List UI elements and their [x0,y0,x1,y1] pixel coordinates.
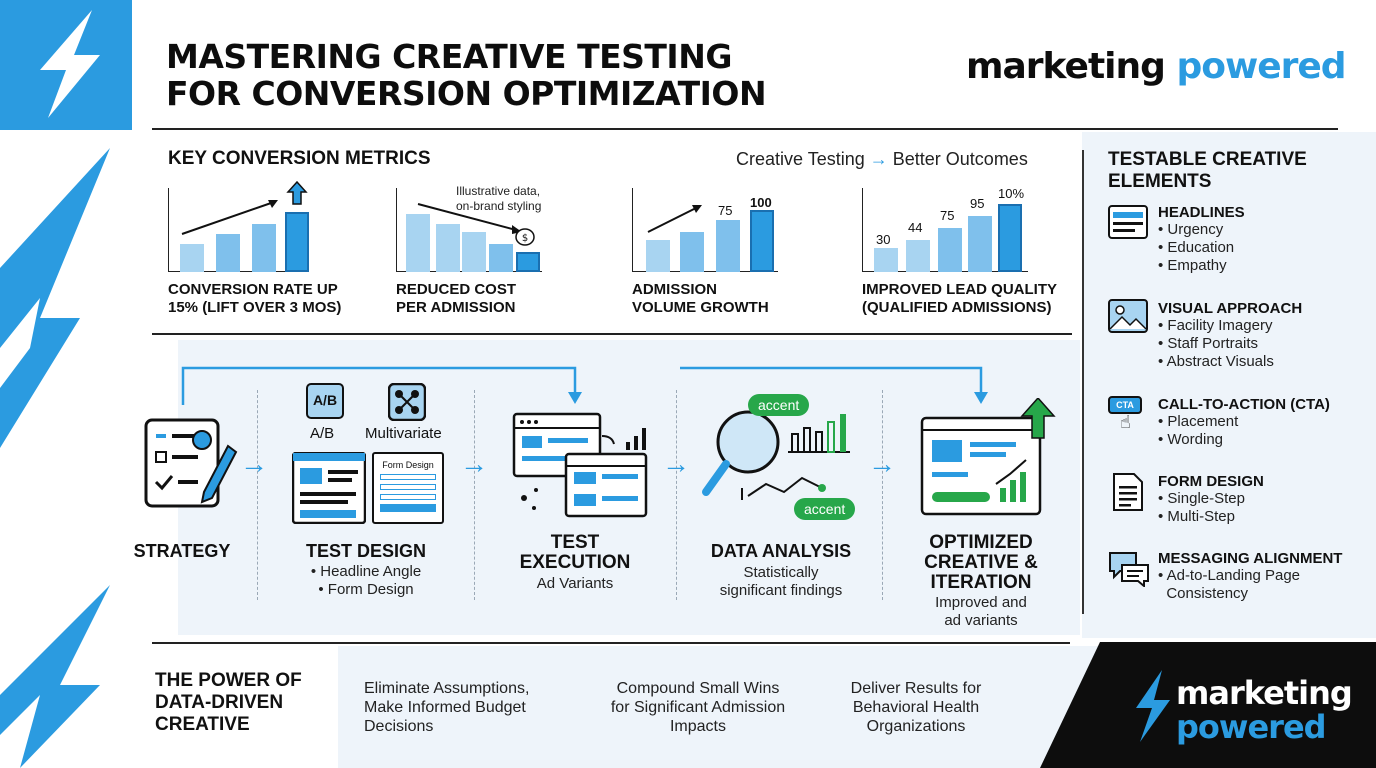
bar-value-label: 75 [940,208,955,223]
metrics-divider [152,333,1072,335]
image-icon [1108,299,1148,333]
ad-variants-windows-icon [512,412,648,518]
metric-card-lead-quality: 30 44 75 95 10% [862,186,1032,272]
step-separator [882,390,883,600]
footer-point: Compound Small Wins for Significant Admi… [610,680,786,735]
metrics-tagline: Creative Testing → Better Outcomes [736,149,1028,169]
step-separator [257,390,258,600]
ab-caption: A/B [310,425,335,442]
multivariate-caption: Multivariate [365,425,442,442]
step-title-test-execution: TEST EXECUTION [519,532,631,573]
pointer-hand-icon: ☝ [1120,412,1131,432]
svg-text:$: $ [522,233,528,244]
lightning-icon [40,10,100,118]
upload-arrow-icon [286,180,308,205]
page-title: MASTERING CREATIVE TESTING FOR CONVERSIO… [166,37,767,113]
lightning-decoration-mid [0,148,110,448]
accent-badge: accent [794,498,856,520]
step-separator [474,390,475,600]
cta-icon: CTA [1108,396,1142,414]
sidebar-group-headlines: HEADLINES • Urgency • Education • Empath… [1158,204,1245,274]
flow-arrow-icon: → [868,448,896,479]
footer-brand-block [1040,642,1376,768]
footer-heading: THE POWER OF DATA-DRIVEN CREATIVE [155,670,302,735]
footer-point: Eliminate Assumptions, Make Informed Bud… [364,680,530,735]
metric-label-cost: REDUCED COST PER ADMISSION [396,281,517,316]
headline-wireframe-icon [292,452,366,524]
top-left-logo-block [0,0,132,130]
headline-icon [1108,205,1148,239]
sidebar-group-visual: VISUAL APPROACH • Facility Imagery • Sta… [1158,300,1303,370]
flow-arrow-icon: → [662,448,690,479]
form-design-wireframe: Form Design [372,452,444,524]
data-analysis-sub: Statistically significant findings [719,564,843,599]
footer-brand-logo: marketing powered [1176,674,1353,746]
bar-value-label: 95 [970,196,985,211]
money-bag-icon: $ [515,228,535,246]
sidebar-group-form: FORM DESIGN • Single-Step • Multi-Step [1158,473,1264,525]
metric-label-volume: ADMISSION VOLUME GROWTH [632,281,769,316]
bar-value-label: 75 [718,203,733,218]
arrow-right-icon: → [869,149,888,169]
step-title-strategy: STRATEGY [133,541,231,561]
metrics-heading: KEY CONVERSION METRICS [168,148,431,169]
bar-value-label: 30 [876,232,891,247]
test-execution-sub: Ad Variants [536,575,614,592]
step-title-optimized: OPTIMIZED CREATIVE & ITERATION [924,532,1038,593]
metric-label-lead-quality: IMPROVED LEAD QUALITY (QUALIFIED ADMISSI… [862,281,1058,316]
brand-logo: marketing powered [966,46,1347,87]
optimized-sub: Improved and ad variants [935,594,1027,629]
optimized-dashboard-icon [920,398,1056,516]
ab-test-icon: A/B [306,383,344,419]
document-icon [1113,473,1143,511]
lightning-decoration-bottom [0,585,110,768]
sidebar-divider [1082,150,1084,614]
step-separator [676,390,677,600]
sidebar-group-cta: CALL-TO-ACTION (CTA) • Placement • Wordi… [1158,396,1330,448]
bar-value-label: 44 [908,220,923,235]
metric-card-cost: $ [396,188,546,272]
flow-arrow-icon: → [240,448,268,479]
sidebar-heading: TESTABLE CREATIVE ELEMENTS [1108,149,1307,192]
footer-divider [152,642,1070,644]
test-design-bullets: • Headline Angle • Form Design [310,563,422,598]
feedback-loop-arrows [181,366,988,405]
trend-up-arrow-icon [181,200,278,235]
metric-card-volume: 75 100 [632,188,782,272]
metric-card-conversion [168,180,318,272]
multivariate-network-icon [388,383,426,421]
chat-bubbles-icon [1109,552,1149,587]
metric-label-conversion: CONVERSION RATE UP 15% (LIFT OVER 3 MOS) [168,281,342,316]
step-title-data-analysis: DATA ANALYSIS [710,541,852,561]
step-title-test-design: TEST DESIGN [305,541,426,561]
illustrative-note: Illustrative data, on-brand styling [456,184,542,213]
sidebar-group-messaging: MESSAGING ALIGNMENT • Ad-to-Landing Page… [1158,550,1343,602]
bar-value-label: 100 [750,195,772,210]
magnifier-analysis-icon [702,410,850,500]
strategy-clipboard-icon [144,418,238,508]
header-divider [152,128,1338,130]
bar-value-label: 10% [998,186,1025,201]
trend-up-arrow-icon [647,205,702,233]
footer-point: Deliver Results for Behavioral Health Or… [850,680,982,735]
flow-arrow-icon: → [460,448,488,479]
accent-badge: accent [748,394,810,416]
footer-band [338,646,1108,768]
